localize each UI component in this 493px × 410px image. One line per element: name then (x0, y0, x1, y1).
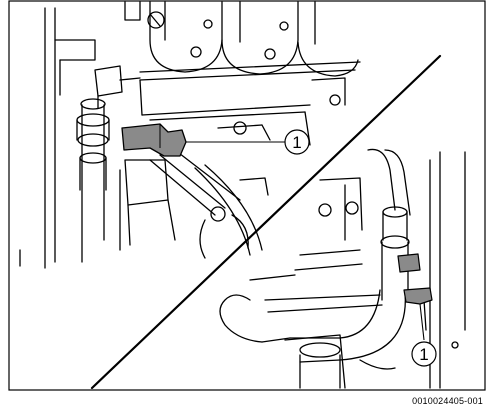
retaining-clip-lower (397, 253, 433, 305)
diagonal-divider (90, 54, 442, 390)
document-id: 0010024405-001 (412, 396, 483, 406)
lower-right-detail (219, 148, 466, 389)
figure-frame (8, 0, 486, 391)
callout-1-lower: 1 (411, 303, 437, 367)
upper-left-detail (19, 1, 361, 269)
callout-1-upper: 1 (186, 129, 310, 155)
callout-label: 1 (419, 345, 428, 364)
retaining-clip-upper (121, 123, 187, 157)
callout-label: 1 (292, 133, 301, 152)
